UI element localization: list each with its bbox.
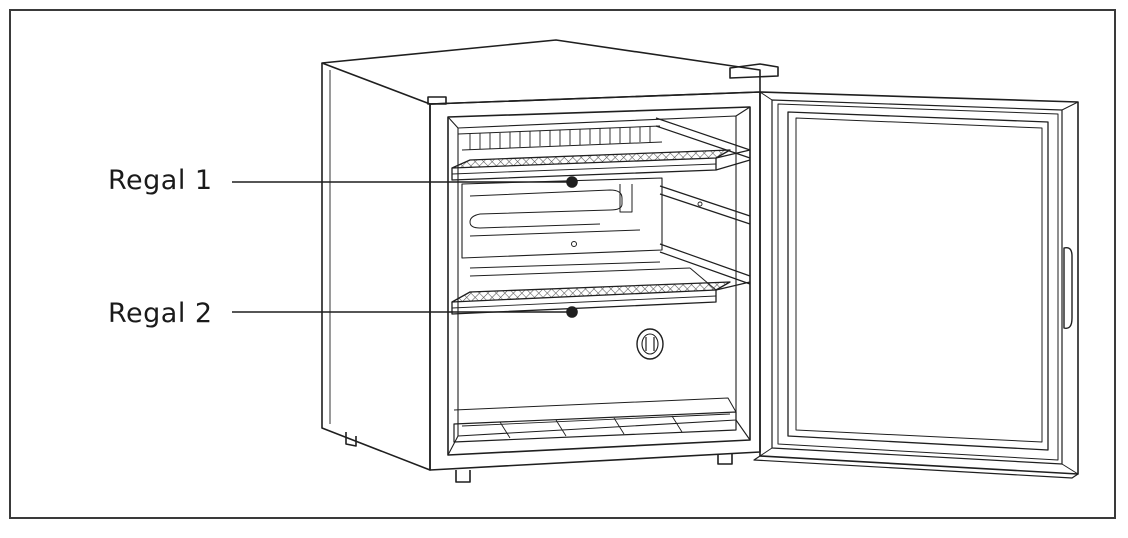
foot-left — [345, 432, 357, 447]
thermostat-knob — [636, 328, 664, 360]
glass-door-frame — [759, 91, 1079, 475]
callout-label-shelf-1: Regal 1 — [108, 165, 213, 196]
glass-pane — [787, 111, 1049, 451]
cabinet-top — [321, 39, 761, 105]
foot-front-left — [455, 470, 471, 483]
callout-2-dot — [566, 306, 578, 318]
diagram-frame — [9, 9, 1116, 519]
foot-front-right — [717, 453, 733, 465]
top-hinge — [729, 63, 779, 79]
callout-1-dot — [566, 176, 578, 188]
cabinet-left-side — [321, 63, 431, 471]
evaporator-plate — [461, 177, 663, 259]
bottom-tray — [453, 411, 737, 443]
shelf-2-mesh — [451, 281, 731, 303]
callout-label-shelf-2: Regal 2 — [108, 298, 213, 329]
shelf-1-mesh — [451, 149, 731, 169]
door-handle — [1063, 246, 1073, 329]
